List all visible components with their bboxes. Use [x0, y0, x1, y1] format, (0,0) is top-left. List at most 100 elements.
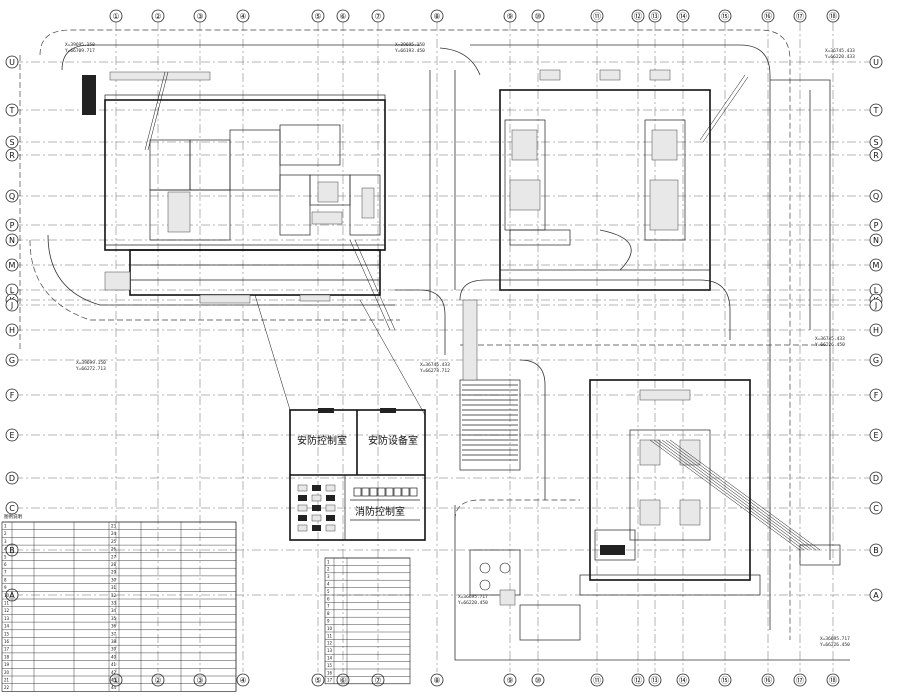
security-cabinet	[298, 495, 307, 501]
axis-bubble-label: P	[874, 221, 879, 230]
axis-bubble-left: G	[5, 353, 19, 367]
coord-label: X=39695.150	[65, 42, 95, 48]
fire-console-unit	[385, 487, 394, 497]
axis-bubble-label: D	[873, 474, 879, 483]
coord-label: Y=66709.717	[65, 48, 95, 54]
axis-bubble-label: J	[874, 301, 877, 310]
legend-cell: 34	[111, 608, 117, 613]
coord-label: X=39699.150	[76, 360, 106, 366]
axis-bubble-bottom: ⑤	[311, 673, 325, 687]
axis-bubble-right: D	[869, 471, 883, 485]
axis-bubble-label: ①	[112, 676, 119, 685]
security-equipment-room-label: 安防设备室	[368, 434, 418, 447]
axis-bubble-top: ⑫	[631, 9, 645, 23]
legend-cell: 21	[4, 678, 10, 683]
axis-bubble-right: G	[869, 353, 883, 367]
axis-bubble-label: ⑱	[829, 12, 837, 21]
axis-bubble-label: ⑧	[433, 12, 440, 21]
grid-lines	[14, 22, 872, 672]
coord-label: X=36745.433	[420, 362, 450, 368]
axis-bubble-left: T	[5, 103, 19, 117]
axis-bubble-right: A	[869, 588, 883, 602]
axis-bubble-left: F	[5, 388, 19, 402]
axis-bubble-label: ③	[196, 676, 203, 685]
fire-console-unit	[393, 487, 402, 497]
legend-cell: 35	[111, 616, 117, 621]
axis-bubble-label: B	[873, 546, 879, 555]
axis-bubble-bottom: ⑮	[718, 673, 732, 687]
legend-cell: 37	[111, 631, 117, 636]
axis-bubble-label: S	[9, 138, 14, 147]
axis-bubble-bottom: ⑱	[826, 673, 840, 687]
legend-cell: 6	[327, 596, 330, 601]
axis-bubble-label: F	[10, 391, 15, 400]
legend-cell: 30	[111, 577, 117, 582]
security-control-room-label: 安防控制室	[297, 434, 347, 447]
axis-bubble-left: C	[5, 501, 19, 515]
axis-bubble-top: ⑬	[648, 9, 662, 23]
axis-bubble-bottom: ⑦	[371, 673, 385, 687]
axis-bubble-top: ⑤	[311, 9, 325, 23]
axis-bubble-right: E	[869, 428, 883, 442]
axis-bubble-bottom: ⑬	[648, 673, 662, 687]
legend-cell: 14	[4, 624, 10, 629]
axis-bubble-label: J	[10, 301, 13, 310]
axis-bubble-label: G	[9, 356, 15, 365]
security-cabinet	[326, 495, 335, 501]
axis-bubble-label: P	[10, 221, 15, 230]
building-3	[579, 379, 841, 596]
axis-bubble-label: ⑤	[314, 12, 321, 21]
legend-cell: 19	[4, 662, 10, 667]
axis-bubble-label: ③	[196, 12, 203, 21]
axis-bubble-right: N	[869, 233, 883, 247]
legend-cell: 38	[111, 639, 117, 644]
legend-cell: 26	[111, 547, 117, 552]
axis-bubble-label: ⑭	[679, 12, 687, 21]
axis-bubble-label: D	[9, 474, 15, 483]
legend-cell: 28	[111, 562, 117, 567]
coord-label: Y=66272.713	[76, 366, 106, 372]
legend-cell: 4	[4, 547, 7, 552]
security-cabinet	[298, 515, 307, 521]
axis-bubble-right: U	[869, 55, 883, 69]
axis-bubble-right: S	[869, 135, 883, 149]
legend-cell: 11	[327, 633, 333, 638]
axis-bubble-label: ⑪	[593, 676, 601, 685]
axis-bubble-label: ②	[154, 676, 161, 685]
axis-bubble-right: R	[869, 148, 883, 162]
legend-cell: 18	[4, 654, 10, 659]
legend-cell: 16	[4, 639, 10, 644]
axis-bubble-label: ⑥	[339, 676, 346, 685]
security-cabinet	[297, 524, 308, 532]
axis-bubble-left: S	[5, 135, 19, 149]
fire-control-room-label: 消防控制室	[355, 505, 405, 518]
axis-bubble-label: ⑧	[433, 676, 440, 685]
legend-cell: 3	[4, 539, 7, 544]
axis-bubble-label: L	[10, 286, 15, 295]
axis-bubble-top: ⑯	[761, 9, 775, 23]
legend-cell: 43	[111, 678, 117, 683]
center-ramp	[459, 299, 581, 641]
axis-bubble-left: R	[5, 148, 19, 162]
security-cabinet	[312, 505, 321, 511]
axis-bubble-right: F	[869, 388, 883, 402]
axis-bubble-bottom: ⑩	[531, 673, 545, 687]
axis-bubble-label: E	[873, 431, 878, 440]
axis-bubble-bottom: ④	[236, 673, 250, 687]
security-cabinet	[311, 514, 322, 522]
axis-bubble-label: ⑤	[314, 676, 321, 685]
legend-cell: 39	[111, 647, 117, 652]
control-room-detail: 安防控制室 安防设备室 消防控制室	[254, 294, 426, 541]
axis-bubble-top: ⑨	[503, 9, 517, 23]
axis-bubble-top: ⑧	[430, 9, 444, 23]
legend-cell: 1	[327, 559, 330, 564]
legend-cell: 7	[4, 570, 7, 575]
axis-bubble-label: G	[873, 356, 879, 365]
fire-console-unit	[409, 487, 418, 497]
axis-bubble-label: ⑬	[651, 676, 659, 685]
axis-bubble-right: B	[869, 543, 883, 557]
legend-cell: 12	[4, 608, 10, 613]
legend-cell: 9	[327, 619, 330, 624]
